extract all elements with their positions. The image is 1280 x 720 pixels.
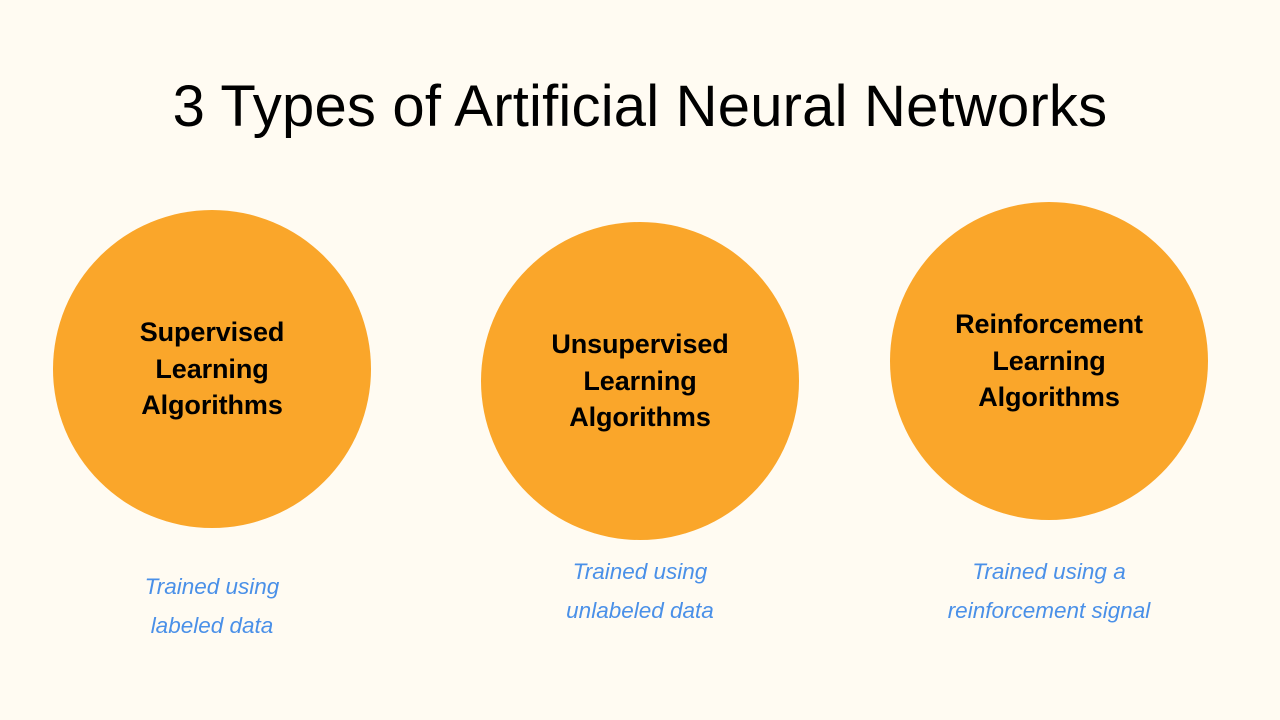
caption-line: Trained using [572, 559, 708, 584]
caption-line: Trained using [144, 574, 280, 599]
caption-line: labeled data [150, 612, 274, 638]
circle-label-line: Algorithms [569, 402, 711, 433]
concept-column-supervised: Supervised Learning Algorithms Trained u… [2, 0, 422, 720]
circle-label-line: Algorithms [978, 382, 1120, 413]
circle-unsupervised[interactable]: Unsupervised Learning Algorithms [481, 222, 799, 540]
circle-label-line: Algorithms [141, 390, 283, 421]
circle-label-line: Reinforcement [955, 308, 1143, 339]
circle-label-line: Learning [583, 365, 697, 396]
circle-label-line: Learning [155, 353, 269, 384]
circle-reinforcement[interactable]: Reinforcement Learning Algorithms [890, 202, 1208, 520]
circle-label-line: Unsupervised [551, 328, 729, 359]
circle-label-supervised: Supervised Learning Algorithms [53, 314, 371, 424]
caption-line: reinforcement signal [947, 597, 1151, 623]
circle-label-unsupervised: Unsupervised Learning Algorithms [481, 326, 799, 436]
circle-supervised[interactable]: Supervised Learning Algorithms [53, 210, 371, 528]
caption-reinforcement: Trained using a reinforcement signal [849, 553, 1249, 630]
caption-line: unlabeled data [566, 597, 714, 623]
caption-supervised: Trained using labeled data [12, 568, 412, 645]
circle-label-reinforcement: Reinforcement Learning Algorithms [890, 306, 1208, 416]
caption-line: Trained using a [972, 559, 1126, 584]
circle-label-line: Supervised [139, 316, 285, 347]
concept-column-reinforcement: Reinforcement Learning Algorithms Traine… [839, 0, 1259, 720]
caption-unsupervised: Trained using unlabeled data [440, 553, 840, 630]
page-title: 3 Types of Artificial Neural Networks [172, 74, 1108, 139]
concept-column-unsupervised: Unsupervised Learning Algorithms Trained… [430, 0, 850, 720]
circle-label-line: Learning [992, 345, 1106, 376]
